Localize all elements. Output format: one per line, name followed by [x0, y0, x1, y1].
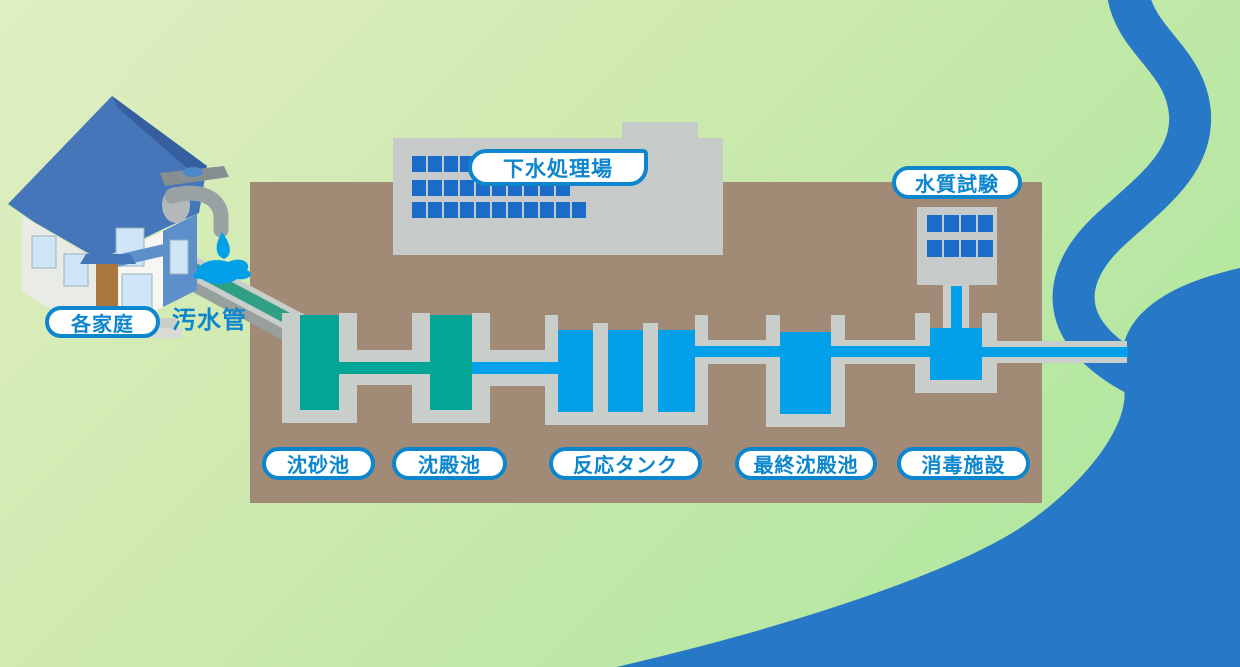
water-drop-icon — [216, 232, 230, 259]
reaction-tank — [545, 315, 708, 425]
label-sewage-pipe: 汚水管 — [172, 307, 247, 334]
label-reaction-tank: 反応タンク — [549, 447, 702, 480]
final-sedimentation-tank — [766, 315, 845, 427]
label-disinfection-facility: 消毒施設 — [897, 447, 1030, 480]
lab-windows-row — [927, 240, 993, 257]
label-sedimentation-tank: 沈殿池 — [392, 447, 507, 480]
faucet-icon — [160, 166, 229, 238]
label-final-sedimentation-tank: 最終沈殿池 — [735, 447, 877, 480]
label-treatment-plant: 下水処理場 — [468, 149, 648, 186]
tank-water — [300, 286, 1128, 414]
label-household: 各家庭 — [45, 306, 160, 338]
building-rooftop — [622, 122, 698, 140]
river-body — [616, 268, 1240, 667]
house-door — [96, 264, 118, 316]
lab-windows-row — [927, 215, 993, 232]
water-splash-icon — [193, 259, 251, 284]
house-window — [169, 239, 189, 275]
label-grit-chamber: 沈砂池 — [262, 447, 375, 480]
building-windows-row — [412, 202, 586, 218]
label-water-quality-test: 水質試験 — [892, 166, 1022, 199]
house-window — [31, 235, 57, 269]
